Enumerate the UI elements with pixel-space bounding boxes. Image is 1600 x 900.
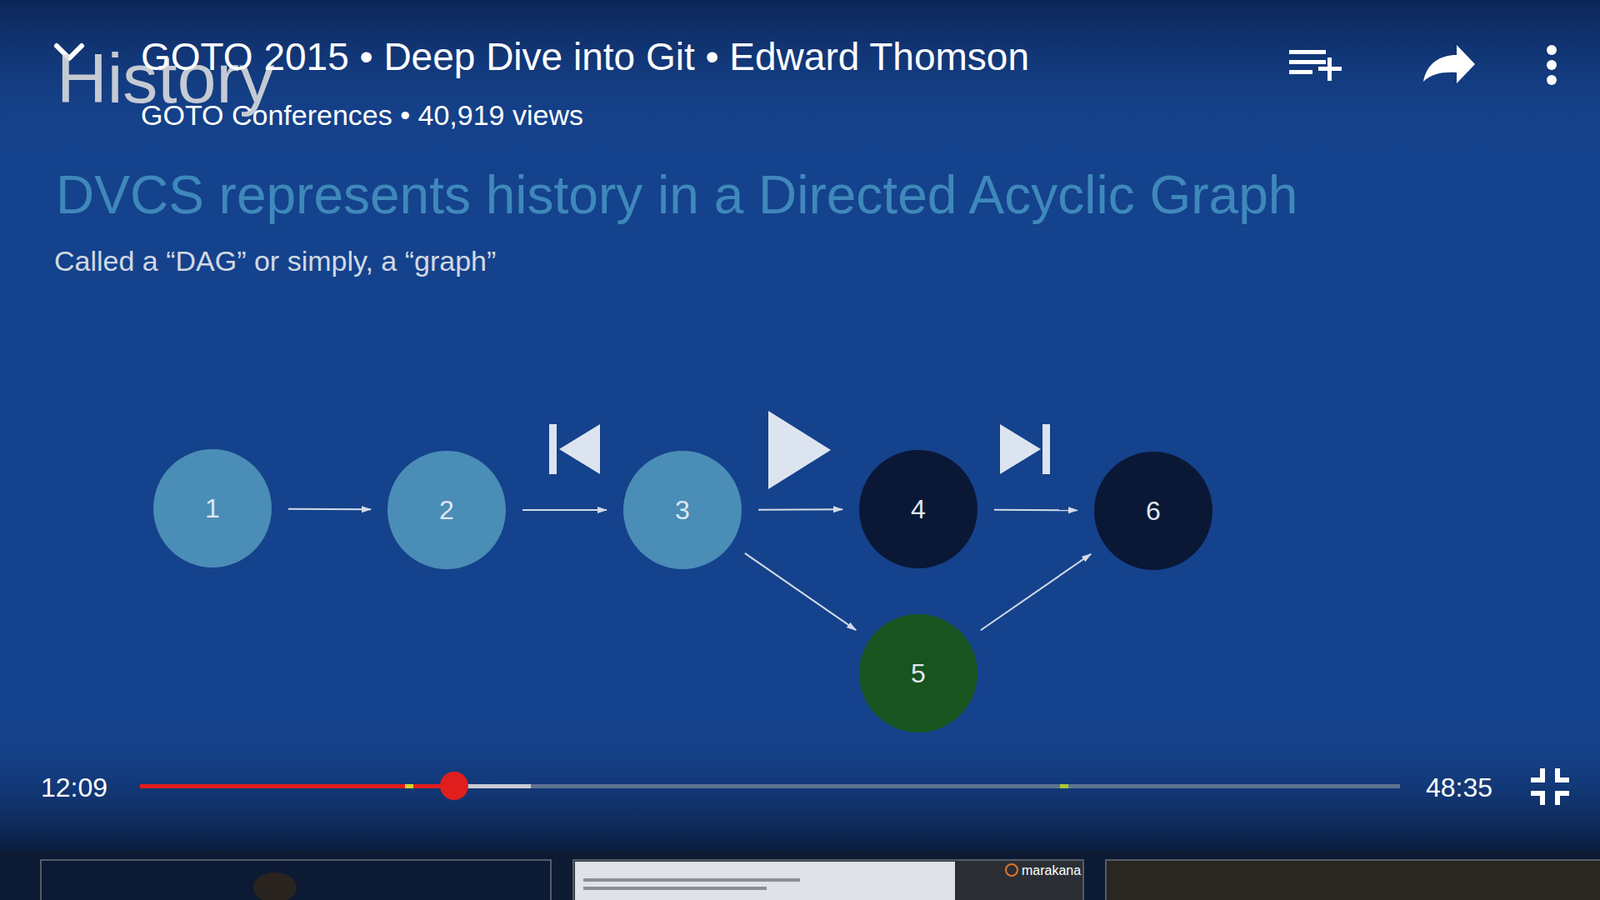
channel-views: GOTO Conferences • 40,919 views — [140, 100, 584, 130]
history-arrow — [745, 553, 856, 630]
commit-circle: 1 — [153, 449, 272, 568]
commit-circle: 2 — [387, 450, 506, 570]
commit-number: 3 — [675, 496, 690, 524]
commit-number: 5 — [910, 660, 926, 687]
slide-note: Called a “DAG” or simply, a “graph” — [54, 246, 496, 275]
commit-circle: 3 — [623, 450, 742, 570]
commit-circle: 4 — [859, 450, 978, 569]
commit-number: 2 — [439, 496, 455, 524]
commit-circle: 6 — [1094, 451, 1213, 570]
history-arrow — [522, 509, 607, 511]
history-arrow — [994, 509, 1078, 512]
video-title: GOTO 2015 • Deep Dive into Git • Edward … — [140, 37, 1030, 76]
commit-circle: 5 — [859, 614, 978, 733]
thumbnail-watermark: marakana — [1021, 864, 1081, 878]
elapsed-time: 12:09 — [40, 774, 108, 801]
commit-number: 1 — [205, 495, 220, 522]
history-arrow — [758, 508, 843, 510]
commit-number: 6 — [1145, 497, 1161, 525]
history-arrow — [288, 508, 371, 511]
history-arrow — [980, 554, 1091, 630]
commit-number: 4 — [910, 495, 926, 523]
slide-subtitle: DVCS represents history in a Directed Ac… — [55, 168, 1298, 222]
total-time: 48:35 — [1425, 774, 1493, 801]
